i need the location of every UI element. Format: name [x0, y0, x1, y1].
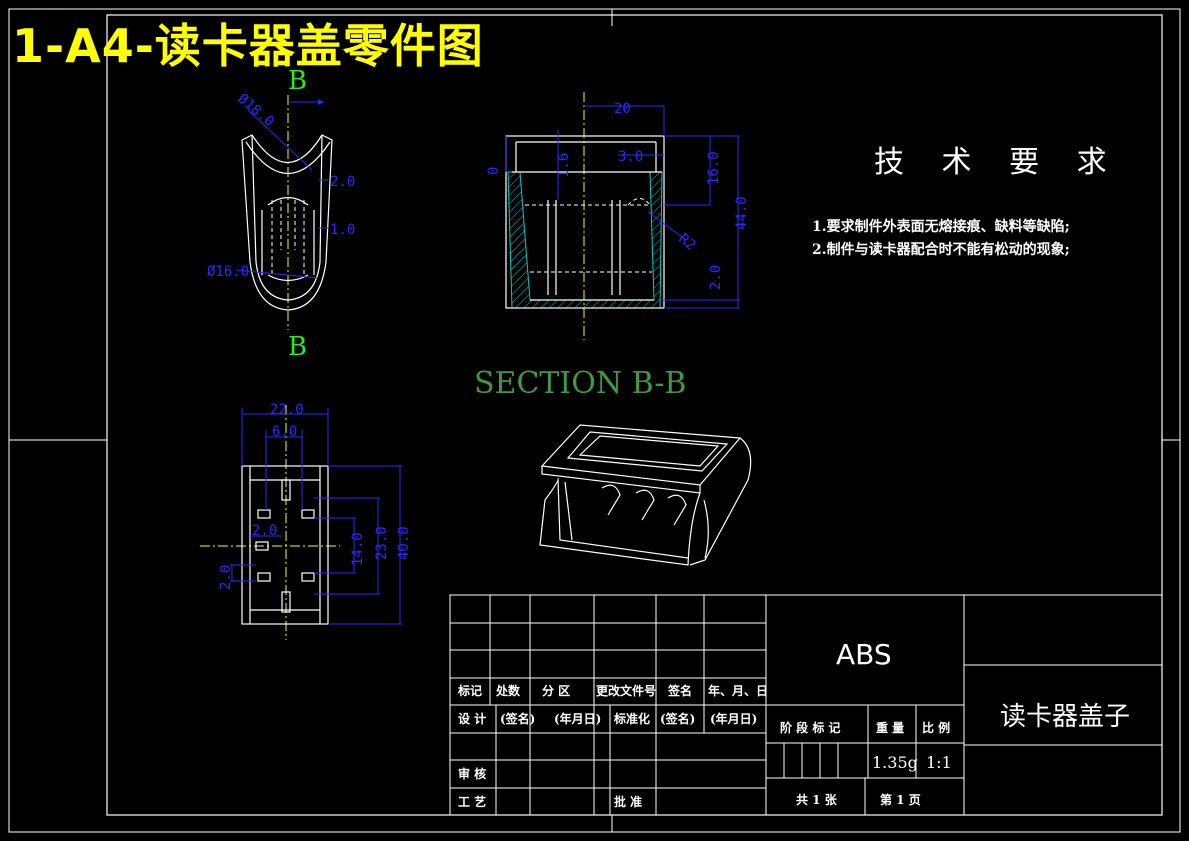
dim-h3f: 40.0 — [396, 526, 412, 560]
tb-design: 设 计 — [458, 711, 486, 726]
tb-date1: (年月日) — [554, 711, 601, 726]
front-view: 22.0 6.0 2.0 2.0 14.0 23.0 40.0 — [200, 402, 412, 640]
dim-h2f: 23.0 — [374, 526, 390, 560]
hdr-0: 标记 — [457, 683, 482, 698]
dim-t1: 2.0 — [330, 174, 355, 190]
dim-b: 1.6 — [556, 153, 572, 178]
dim-h1f: 14.0 — [350, 532, 366, 566]
hdr-4: 签名 — [667, 683, 692, 698]
section-view: 20 3.0 1.6 0 16.0 44.0 R2 2.0 — [486, 92, 750, 340]
tb-standard: 标准化 — [613, 711, 650, 726]
isometric-view — [539, 424, 752, 566]
dim-h3: 2.0 — [708, 265, 724, 290]
tb-weight: 1.35g — [872, 753, 918, 772]
tb-sheet-no: 第 1 页 — [880, 792, 921, 807]
tb-approve: 批 准 — [614, 794, 642, 809]
section-label: SECTION B-B — [474, 366, 687, 401]
dim-s2: 2.0 — [218, 565, 234, 590]
tb-part-name: 读卡器盖子 — [1000, 702, 1130, 732]
tb-sheets-total: 共 1 张 — [796, 792, 838, 807]
tb-stage-mark: 阶 段 标 记 — [780, 720, 841, 735]
tb-scale-label: 比 例 — [922, 720, 950, 735]
dim-w: 20 — [614, 101, 631, 117]
tb-weight-label: 重 量 — [876, 720, 904, 735]
title-block — [449, 594, 1163, 816]
drawing-title: 1-A4-读卡器盖零件图 — [12, 19, 484, 73]
hdr-1: 处数 — [495, 683, 521, 698]
section-marker-top: B — [288, 66, 308, 96]
tb-material: ABS — [836, 638, 892, 671]
dim-d-bottom: Ø16.0 — [207, 264, 249, 280]
dim-h1: 16.0 — [706, 151, 722, 185]
dim-s1: 2.0 — [252, 523, 277, 539]
dim-d-top: Ø18.0 — [234, 91, 277, 130]
section-marker-bottom: B — [288, 332, 308, 362]
title-block-text: 标记 处数 分 区 更改文件号 签名 年、月、日 设 计 (签名) (年月日) … — [457, 638, 1130, 809]
tb-date2: (年月日) — [710, 711, 757, 726]
dim-h2: 44.0 — [734, 196, 750, 230]
dim-w2: 6.0 — [272, 424, 297, 440]
tb-review: 审 核 — [458, 766, 486, 781]
hdr-3: 更改文件号 — [596, 683, 656, 698]
tb-process: 工 艺 — [458, 794, 486, 809]
tb-sign2: (签名) — [660, 711, 695, 726]
dim-a: 3.0 — [618, 149, 643, 165]
tb-sign1: (签名) — [500, 711, 535, 726]
tech-requirement-2: 2.制件与读卡器配合时不能有松动的现象; — [812, 242, 1070, 258]
dim-t2: 1.0 — [330, 222, 355, 238]
tech-requirement-1: 1.要求制件外表面无熔接痕、缺料等缺陷; — [812, 219, 1070, 235]
top-view: Ø18.0 2.0 1.0 Ø16.0 — [207, 91, 355, 330]
dim-c: 0 — [486, 167, 502, 175]
dim-w1: 22.0 — [270, 402, 304, 418]
tb-scale: 1:1 — [926, 753, 952, 772]
hdr-5: 年、月、日 — [708, 683, 768, 698]
tech-requirements-title: 技 术 要 求 — [874, 145, 1121, 180]
hdr-2: 分 区 — [542, 683, 570, 698]
